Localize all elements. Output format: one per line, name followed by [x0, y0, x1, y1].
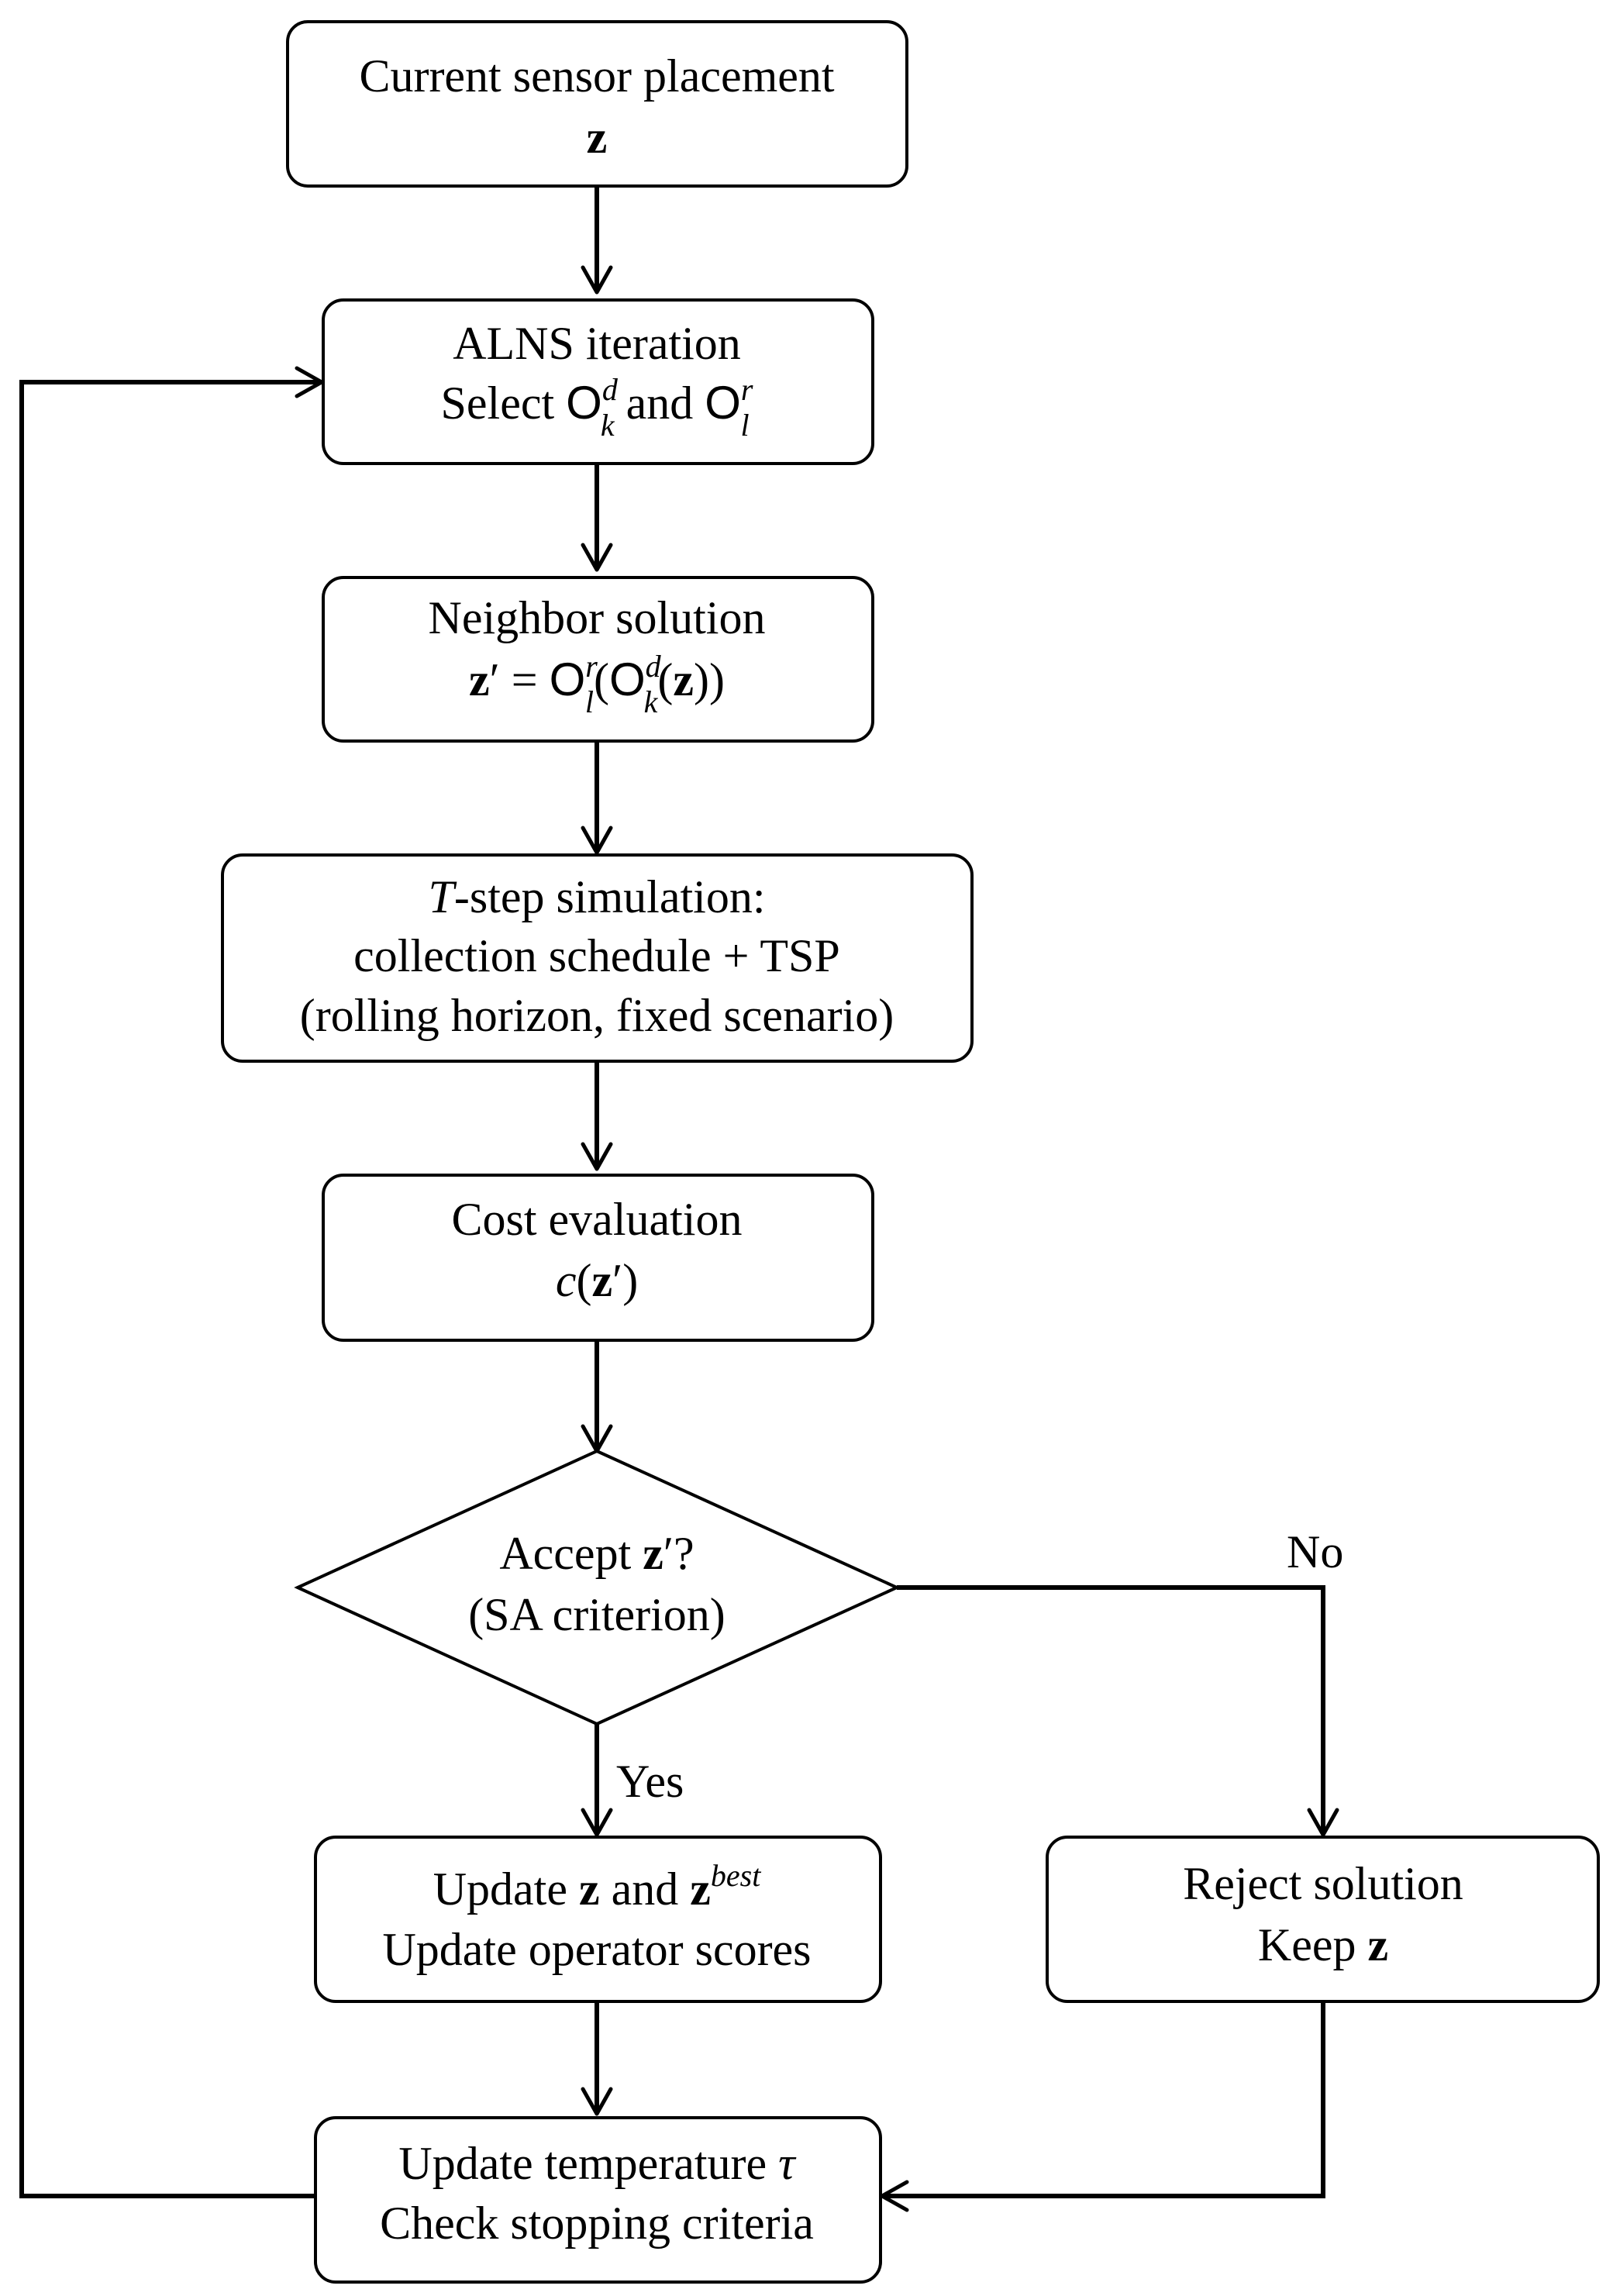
edge-cost-to-decision — [581, 1340, 613, 1453]
edge-alns-to-neighbor — [581, 464, 613, 572]
cost-evaluation-formula: c(z′) — [556, 1255, 638, 1306]
current-placement-title: Current sensor placement — [359, 50, 834, 102]
edge-neighbor-to-simulation — [581, 741, 613, 855]
update-solution-line2: Update operator scores — [382, 1924, 811, 1975]
simulation-title: T-step simulation: — [428, 871, 765, 922]
node-accept-decision: Accept z′? (SA criterion) — [294, 1449, 901, 1726]
update-temperature-line2: Check stopping criteria — [380, 2198, 814, 2249]
simulation-line2: collection schedule + TSP — [353, 930, 840, 981]
edge-reject-to-temperature — [880, 2001, 1325, 2212]
node-simulation: T-step simulation: collection schedule +… — [221, 853, 974, 1063]
node-update-solution: Update z and zbest Update operator score… — [314, 1836, 882, 2003]
reject-solution-keep: Keep z — [1258, 1919, 1388, 1970]
edge-current-to-alns — [581, 186, 613, 295]
cost-evaluation-title: Cost evaluation — [452, 1194, 743, 1245]
edge-decision-yes-to-update — [581, 1724, 613, 1837]
edge-decision-no-to-reject — [897, 1585, 1339, 1837]
node-update-temperature: Update temperature τ Check stopping crit… — [314, 2116, 882, 2284]
update-solution-line1: Update z and zbest — [433, 1858, 762, 1915]
update-temperature-line1: Update temperature τ — [398, 2138, 797, 2189]
neighbor-solution-title: Neighbor solution — [429, 592, 766, 643]
simulation-line3: (rolling horizon, fixed scenario) — [300, 990, 894, 1041]
edge-update-to-temperature — [581, 2001, 613, 2116]
node-cost-evaluation: Cost evaluation c(z′) — [322, 1174, 874, 1342]
accept-decision-question: Accept z′? — [499, 1528, 694, 1579]
edge-label-yes: Yes — [616, 1756, 684, 1807]
reject-solution-title: Reject solution — [1183, 1858, 1463, 1909]
node-reject-solution: Reject solution Keep z — [1046, 1836, 1600, 2003]
accept-decision-criterion: (SA criterion) — [468, 1589, 726, 1640]
edge-loop-back-to-alns — [19, 366, 324, 2198]
edge-label-no: No — [1287, 1526, 1343, 1577]
edge-simulation-to-cost — [581, 1061, 613, 1171]
alns-iteration-title: ALNS iteration — [453, 318, 741, 369]
node-current-placement: Current sensor placement z — [286, 20, 908, 188]
current-placement-z: z — [587, 112, 608, 163]
